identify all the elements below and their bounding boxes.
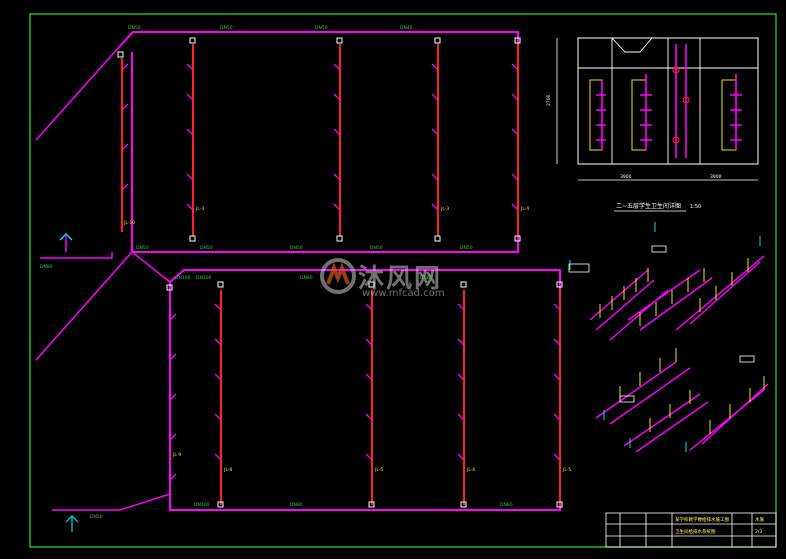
drawing-frame bbox=[29, 13, 777, 548]
pipe-label: DN50 bbox=[370, 245, 383, 251]
pipe-label: DN100 bbox=[194, 502, 210, 508]
riser-label: JL-3 bbox=[440, 206, 449, 212]
pipe-label: DN50 bbox=[136, 245, 149, 251]
lower-valve-boxes bbox=[166, 281, 563, 508]
dimension-label: 3900 bbox=[620, 174, 632, 180]
pipe-label: DN40 bbox=[400, 25, 413, 31]
dimension-label: 3900 bbox=[710, 174, 722, 180]
pipe-label: DN80 bbox=[420, 275, 433, 281]
toilet-dimensions: 3900 3900 2700 bbox=[546, 94, 722, 180]
upper-branch-stubs bbox=[121, 63, 519, 211]
pipe-label: DN80 bbox=[290, 502, 303, 508]
title-block-sheet: 2/3 bbox=[755, 529, 762, 535]
pipe-label: DN100 bbox=[175, 275, 191, 281]
upper-pipe-plan bbox=[35, 31, 521, 253]
title-block-drawing-title: 卫生间给排水系统图 bbox=[675, 528, 716, 535]
pipe-label: DN50 bbox=[200, 245, 213, 251]
lower-pipe-labels: DN100 DN100 DN80 DN80 DN80 DN100 DN80 DN… bbox=[90, 275, 513, 520]
lower-main-pipe bbox=[169, 269, 561, 511]
toilet-detail-plan bbox=[556, 37, 759, 212]
title-block-number: 水施 bbox=[755, 516, 764, 523]
riser-label: JL-5 bbox=[374, 467, 383, 473]
toilet-plan-title: 二~五层学生卫生间详图 bbox=[616, 202, 681, 210]
upper-riser-labels: JL-10 JL-3 JL-3 JL-4 bbox=[123, 206, 529, 226]
upper-valve-boxes bbox=[117, 37, 521, 242]
riser-label: JL-4 bbox=[520, 206, 529, 212]
lower-bottom-branch bbox=[52, 493, 171, 511]
left-supply-lines bbox=[35, 232, 133, 361]
pipe-label: DN50 bbox=[128, 25, 141, 31]
title-block-text: 某学校教学楼给排水施工图 卫生间给排水系统图 水施 2/3 bbox=[675, 516, 764, 535]
upper-pipe-labels: DN50 DN50 DN50 DN40 DN50 DN50 DN50 DN50 … bbox=[40, 25, 473, 270]
dimension-label: 2700 bbox=[546, 94, 552, 106]
pipe-label: DN50 bbox=[460, 245, 473, 251]
lower-branch-stubs bbox=[169, 303, 561, 481]
title-block-project: 某学校教学楼给排水施工图 bbox=[675, 516, 729, 523]
lower-left-branch bbox=[131, 251, 171, 283]
pipe-label: DN80 bbox=[500, 502, 513, 508]
upper-main-pipe bbox=[119, 31, 519, 253]
riser-label: JL-6 bbox=[466, 467, 475, 473]
lower-pipe-plan bbox=[52, 251, 563, 532]
pipe-label: DN50 bbox=[315, 25, 328, 31]
pipe-label: DN50 bbox=[90, 514, 103, 520]
riser-label: JL-3 bbox=[195, 206, 204, 212]
lower-riser-labels: JL-9 JL-8 JL-5 JL-6 JL-5 bbox=[172, 452, 571, 473]
axonometric-details bbox=[568, 222, 769, 453]
toilet-plan-scale: 1:50 bbox=[690, 204, 701, 210]
title-block bbox=[605, 512, 777, 548]
inlet-symbol bbox=[65, 515, 79, 532]
pipe-label: DN100 bbox=[196, 275, 212, 281]
pipe-label: DN80 bbox=[40, 264, 53, 270]
upper-diagonal-branch bbox=[35, 45, 121, 141]
riser-label: JL-10 bbox=[123, 220, 135, 226]
riser-label: JL-5 bbox=[562, 467, 571, 473]
pipe-label: DN50 bbox=[290, 245, 303, 251]
riser-label: JL-8 bbox=[223, 467, 232, 473]
pipe-label: DN80 bbox=[300, 275, 313, 281]
pipe-label: DN50 bbox=[220, 25, 233, 31]
riser-label: JL-9 bbox=[172, 452, 181, 458]
